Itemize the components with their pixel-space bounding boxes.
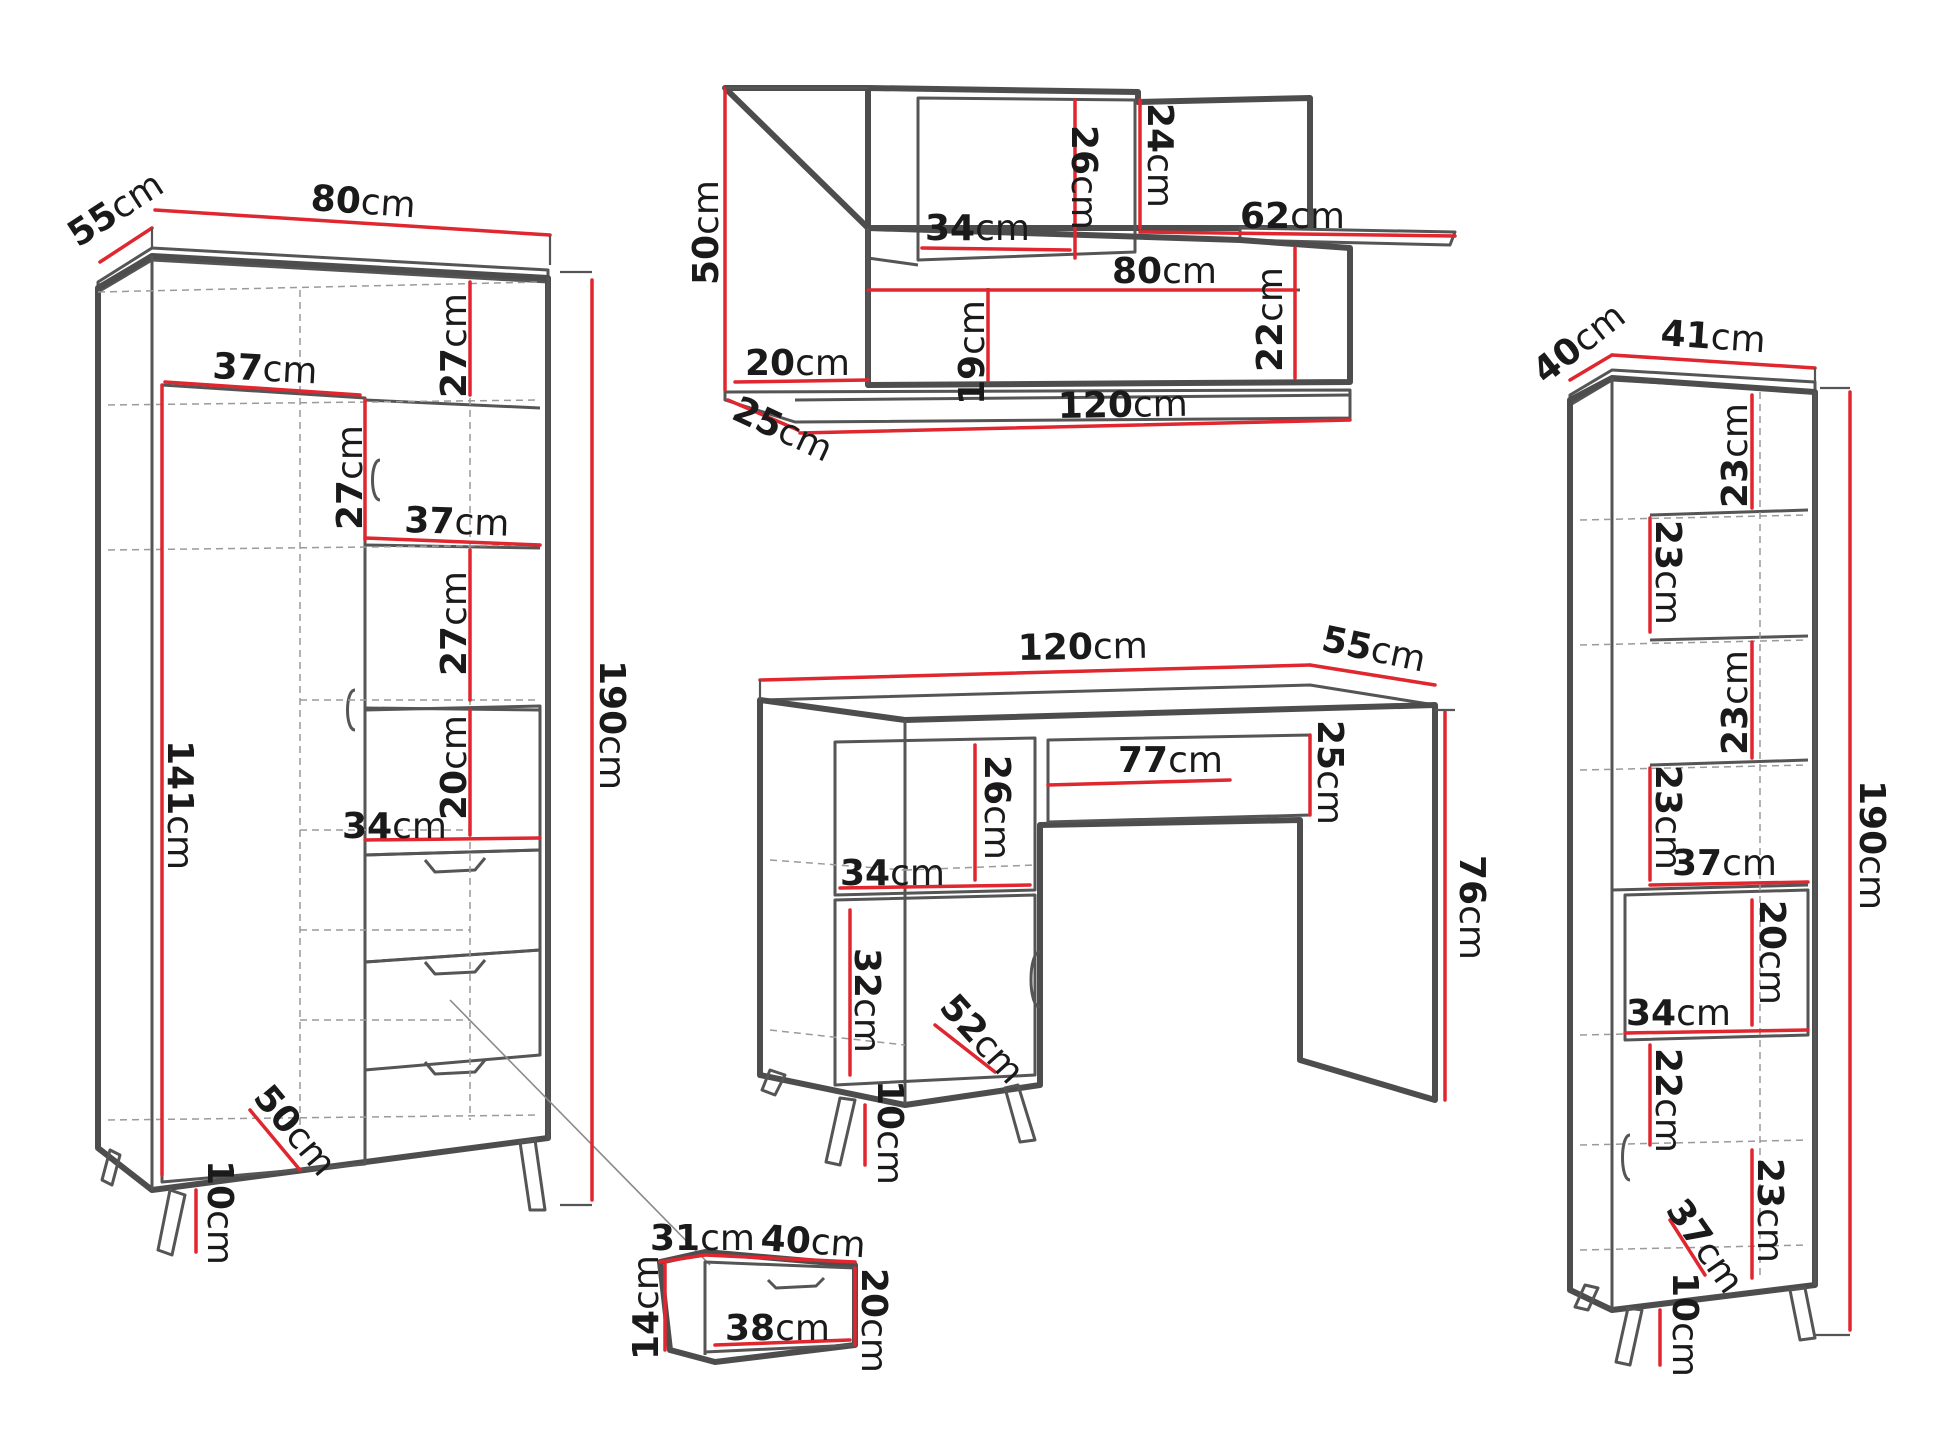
- label-desk-cabinet-height: 32cm: [846, 948, 887, 1053]
- drawer: 31cm 40cm 14cm 38cm 20cm: [626, 1218, 894, 1373]
- dim-bookcase-depth: [1568, 353, 1614, 382]
- label-shelf-compartment-height: 19cm: [952, 300, 993, 405]
- label-bookcase-drawer-width: 34cm: [1626, 993, 1731, 1034]
- label-shelf-right-height: 24cm: [1139, 103, 1180, 208]
- label-shelf-mid-width: 80cm: [1112, 251, 1217, 292]
- label-wardrobe-shelf1-height: 27cm: [434, 293, 475, 398]
- label-bookcase-width: 41cm: [1659, 313, 1767, 361]
- dim-bookcase-inner-depth: [1668, 1218, 1707, 1277]
- dim-desk-drawer-width: [1046, 778, 1232, 787]
- dim-shelf-top-width: [1138, 230, 1457, 238]
- label-shelf-total-width: 120cm: [1057, 384, 1188, 427]
- label-desk-height: 76cm: [1451, 855, 1492, 960]
- label-bookcase-shelf3: 23cm: [1715, 650, 1756, 755]
- label-wardrobe-shelf4-height: 20cm: [434, 715, 475, 820]
- desk: 120cm 55cm 77cm 25cm 26cm 34cm 76cm 32cm…: [757, 619, 1492, 1185]
- wall-shelf: 50cm 26cm 24cm 34cm 62cm 80cm 20cm 19cm …: [686, 85, 1457, 471]
- dim-desk-cabinet-depth: [933, 1023, 997, 1074]
- dim-wardrobe-width: [153, 208, 552, 237]
- dim-desk-depth: [1308, 663, 1437, 687]
- label-drawer-depth: 31cm: [650, 1218, 755, 1259]
- label-shelf-left-height: 20cm: [745, 343, 850, 384]
- bookcase: 40cm 41cm 23cm 23cm 23cm 23cm 37cm 20cm …: [1525, 295, 1892, 1377]
- dim-wardrobe-shelf-width: [363, 536, 542, 547]
- label-drawer-height: 20cm: [853, 1268, 894, 1373]
- label-shelf-cabinet-width: 34cm: [925, 208, 1030, 249]
- label-desk-drawer-width: 77cm: [1118, 740, 1223, 781]
- label-desk-leg-height: 10cm: [869, 1080, 910, 1185]
- label-desk-compartment-width: 34cm: [840, 853, 945, 894]
- label-drawer-inner-width: 38cm: [725, 1308, 830, 1349]
- dim-wardrobe-inner-depth: [248, 1108, 302, 1172]
- dim-drawer-depth: [658, 1253, 707, 1264]
- label-bookcase-inner-width: 37cm: [1672, 843, 1777, 884]
- label-bookcase-shelf2: 23cm: [1647, 520, 1688, 625]
- label-shelf-total-height: 50cm: [686, 180, 727, 285]
- label-wardrobe-top-shelf-width: 37cm: [212, 346, 319, 392]
- label-desk-top-compartment-height: 26cm: [976, 755, 1017, 860]
- label-bookcase-lower1: 22cm: [1647, 1048, 1688, 1153]
- label-wardrobe-total-height: 190cm: [591, 660, 632, 790]
- label-bookcase-lower2: 23cm: [1749, 1158, 1790, 1263]
- label-wardrobe-inner-depth: 50cm: [245, 1077, 344, 1184]
- label-drawer-front-height: 14cm: [626, 1255, 667, 1360]
- dim-shelf-left-height: [733, 378, 870, 384]
- label-bookcase-shelf4: 23cm: [1647, 765, 1688, 870]
- dim-desk-width: [758, 663, 1312, 682]
- label-wardrobe-shelf2-height: 27cm: [330, 425, 371, 530]
- dim-drawer-inner-width: [713, 1338, 852, 1347]
- label-bookcase-shelf1: 23cm: [1715, 403, 1756, 508]
- label-bookcase-leg-height: 10cm: [1664, 1272, 1705, 1377]
- label-shelf-top-width: 62cm: [1240, 196, 1345, 237]
- dim-wardrobe-drawer-width: [363, 836, 542, 842]
- dim-drawer-width: [703, 1253, 857, 1264]
- wardrobe: 55cm 80cm 37cm 27cm 27cm 37cm 27cm 20cm …: [61, 164, 711, 1266]
- label-wardrobe-drawer-width: 34cm: [342, 806, 447, 847]
- dim-shelf-depth: [726, 398, 800, 432]
- label-drawer-width: 40cm: [759, 1218, 867, 1266]
- label-desk-drawer-height: 25cm: [1309, 720, 1350, 825]
- label-bookcase-drawer-height: 20cm: [1751, 900, 1792, 1005]
- dim-shelf-cabinet-width: [920, 246, 1072, 252]
- dim-wardrobe-depth: [98, 226, 154, 264]
- label-desk-depth: 55cm: [1318, 619, 1429, 681]
- label-bookcase-total-height: 190cm: [1851, 780, 1892, 910]
- label-wardrobe-shelf-width: 37cm: [404, 500, 510, 545]
- dim-bookcase-drawer-width: [1623, 1028, 1810, 1035]
- dim-shelf-total-width: [798, 418, 1352, 435]
- label-shelf-cabinet-height: 26cm: [1063, 125, 1104, 230]
- label-wardrobe-shelf3-height: 27cm: [434, 571, 475, 676]
- label-shelf-lower-height: 22cm: [1250, 267, 1291, 372]
- dim-bookcase-width: [1610, 353, 1817, 370]
- label-wardrobe-door-height: 141cm: [159, 740, 200, 870]
- label-desk-width: 120cm: [1017, 626, 1148, 669]
- dim-wardrobe-top-shelf-width: [163, 380, 362, 397]
- label-wardrobe-width: 80cm: [309, 178, 417, 226]
- label-wardrobe-leg-height: 10cm: [199, 1160, 240, 1265]
- dim-bookcase-inner-width: [1648, 880, 1810, 887]
- dim-desk-compartment-width: [838, 883, 1032, 890]
